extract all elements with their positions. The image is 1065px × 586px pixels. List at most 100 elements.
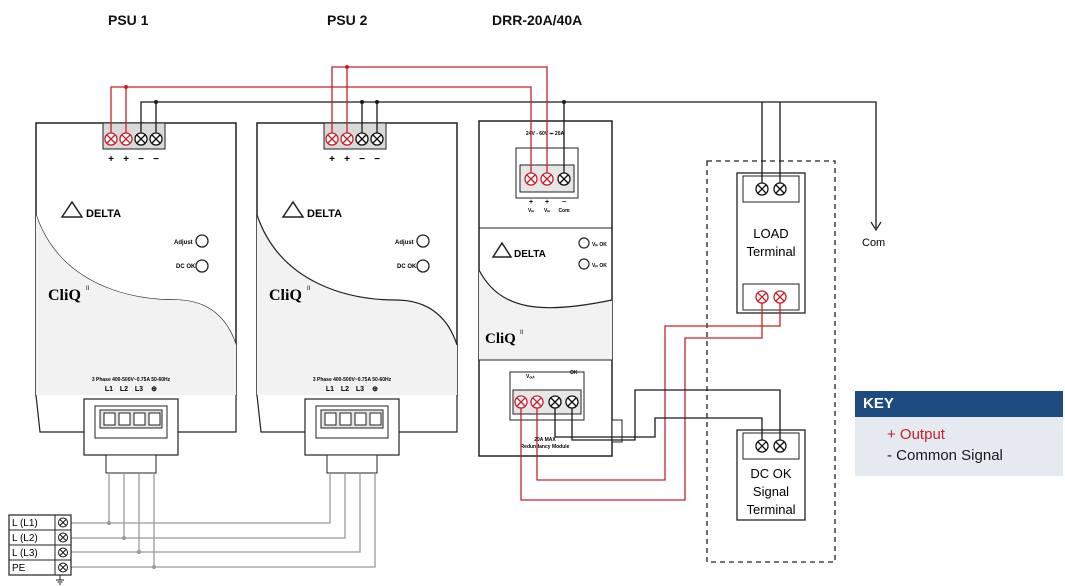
psu2-mark-3: −: [374, 154, 380, 165]
drr-vin1-ok-label: Vᵢₙ OK: [592, 242, 607, 248]
psu2-series-label: CliQ: [269, 287, 302, 304]
dcok-t2-screw-icon: [773, 439, 787, 453]
psu1-in-l3: L3: [135, 386, 143, 393]
psu2-dcok-label: DC OK: [397, 264, 417, 270]
drr-out1-screw-icon: [514, 395, 528, 409]
drr-module: 24V - 60V ⎓ 20A + + − Vᵢₙ Vᵢₙ Com DELTA …: [478, 120, 623, 457]
psu2-series-superscript: II: [307, 286, 311, 292]
psu1-in-l2: L2: [120, 386, 128, 393]
drr-com-screw-icon: [557, 172, 571, 186]
drr-vin1-screw-icon: [524, 172, 538, 186]
mains-l3-label: L (L3): [12, 548, 38, 559]
mains-l2-screw-icon: [58, 532, 68, 543]
psu1-brand: DELTA: [86, 208, 121, 220]
drr-ok2-screw-icon: [565, 395, 579, 409]
mains-pe-screw-icon: [58, 562, 68, 573]
mains-l1-label: L (L1): [12, 518, 38, 529]
drr-vin2-screw-icon: [540, 172, 554, 186]
psu1-plus1-screw-icon: [104, 132, 118, 146]
mains-terminal-block: L (L1) L (L2) L (L3) PE: [8, 514, 72, 585]
psu1-dcok-label: DC OK: [176, 264, 196, 270]
psu1-adjust-label: Adjust: [174, 240, 193, 246]
dcok-terminal: DC OK Signal Terminal: [736, 429, 806, 521]
psu2-in-l1: L1: [326, 386, 334, 393]
psu2-plus2-screw-icon: [340, 132, 354, 146]
terminal-enclosure: [706, 160, 836, 563]
drr-vin2-ok-led-icon: [578, 258, 590, 270]
com-arrow-icon: [870, 221, 882, 232]
key-legend: KEY + Output - Common Signal: [855, 391, 1063, 476]
psu1-minus1-screw-icon: [134, 132, 148, 146]
psu2-in-l2: L2: [341, 386, 349, 393]
psu1-unit: + + − − DELTA Adjust DC OK CliQ II 3 Pha…: [35, 122, 237, 474]
psu2-plus1-screw-icon: [325, 132, 339, 146]
dcok-terminal-line2: Signal: [753, 484, 789, 499]
com-label: Com: [862, 237, 885, 249]
drr-module-label: Redundancy Module: [521, 444, 570, 450]
psu1-header: PSU 1: [108, 12, 149, 28]
drr-vin1-ok-led-icon: [578, 237, 590, 249]
delta-logo-icon: [60, 200, 84, 218]
psu1-mark-2: −: [138, 154, 144, 165]
psu2-unit: + + − − DELTA Adjust DC OK CliQ II 3 Pha…: [256, 122, 458, 474]
drr-ok1-screw-icon: [548, 395, 562, 409]
drr-brand: DELTA: [514, 249, 546, 260]
drr-in-sign-0: +: [529, 199, 533, 206]
psu1-input-rating: 3 Phase 400-500V~0.75A 50-60Hz: [92, 377, 171, 383]
psu1-mark-3: −: [153, 154, 159, 165]
load-minus2-screw-icon: [773, 182, 787, 196]
psu1-series-superscript: II: [86, 286, 90, 292]
delta-logo-icon: [491, 241, 513, 258]
drr-in-sign-2: −: [562, 199, 566, 206]
key-common-item: - Common Signal: [887, 447, 1003, 464]
drr-in-label-2: Com: [558, 208, 570, 214]
psu2-minus2-screw-icon: [370, 132, 384, 146]
mains-l3-screw-icon: [58, 547, 68, 558]
drr-top-rating: 24V - 60V ⎓ 20A: [526, 131, 565, 137]
psu2-brand: DELTA: [307, 208, 342, 220]
psu2-mark-0: +: [329, 154, 335, 165]
wires: [66, 65, 877, 569]
psu2-input-rating: 3 Phase 400-500V~0.75A 50-60Hz: [313, 377, 392, 383]
psu2-in-l3: L3: [356, 386, 364, 393]
psu1-in-pe: ⊕: [151, 386, 157, 393]
psu2-minus1-screw-icon: [355, 132, 369, 146]
drr-out2-screw-icon: [530, 395, 544, 409]
drr-ok-label: OK: [570, 370, 578, 376]
drr-in-label-0: Vᵢₙ: [528, 208, 534, 214]
psu2-dcok-led-icon: [416, 259, 430, 273]
load-minus1-screw-icon: [755, 182, 769, 196]
ground-icon: [56, 575, 64, 585]
psu1-plus2-screw-icon: [119, 132, 133, 146]
load-terminal: LOAD Terminal: [736, 172, 806, 314]
psu1-minus2-screw-icon: [149, 132, 163, 146]
mains-l2-label: L (L2): [12, 533, 38, 544]
load-terminal-line1: LOAD: [753, 226, 788, 241]
drr-header: DRR-20A/40A: [492, 12, 583, 28]
dcok-terminal-line1: DC OK: [750, 466, 792, 481]
load-plus1-screw-icon: [755, 290, 769, 304]
drr-max-label: 20A MAX: [534, 437, 556, 443]
mains-pe-label: PE: [12, 563, 26, 574]
load-plus2-screw-icon: [773, 290, 787, 304]
psu2-mark-2: −: [359, 154, 365, 165]
psu2-header: PSU 2: [327, 12, 368, 28]
key-title: KEY: [855, 391, 1063, 417]
psu1-mark-1: +: [123, 154, 129, 165]
key-output-item: + Output: [887, 426, 945, 443]
psu1-mark-0: +: [108, 154, 114, 165]
drr-in-sign-1: +: [545, 199, 549, 206]
drr-out-label: Vₒᵤₜ: [526, 374, 535, 380]
psu2-adjust-label: Adjust: [395, 240, 414, 246]
psu2-adjust-pot-icon[interactable]: [416, 234, 430, 248]
drr-vin2-ok-label: Vᵢₙ OK: [592, 263, 607, 269]
psu1-adjust-pot-icon[interactable]: [195, 234, 209, 248]
dcok-t1-screw-icon: [755, 439, 769, 453]
psu2-in-pe: ⊕: [372, 386, 378, 393]
psu1-dcok-led-icon: [195, 259, 209, 273]
psu1-in-l1: L1: [105, 386, 113, 393]
load-terminal-line2: Terminal: [746, 244, 795, 259]
delta-logo-icon: [281, 200, 305, 218]
psu2-mark-1: +: [344, 154, 350, 165]
